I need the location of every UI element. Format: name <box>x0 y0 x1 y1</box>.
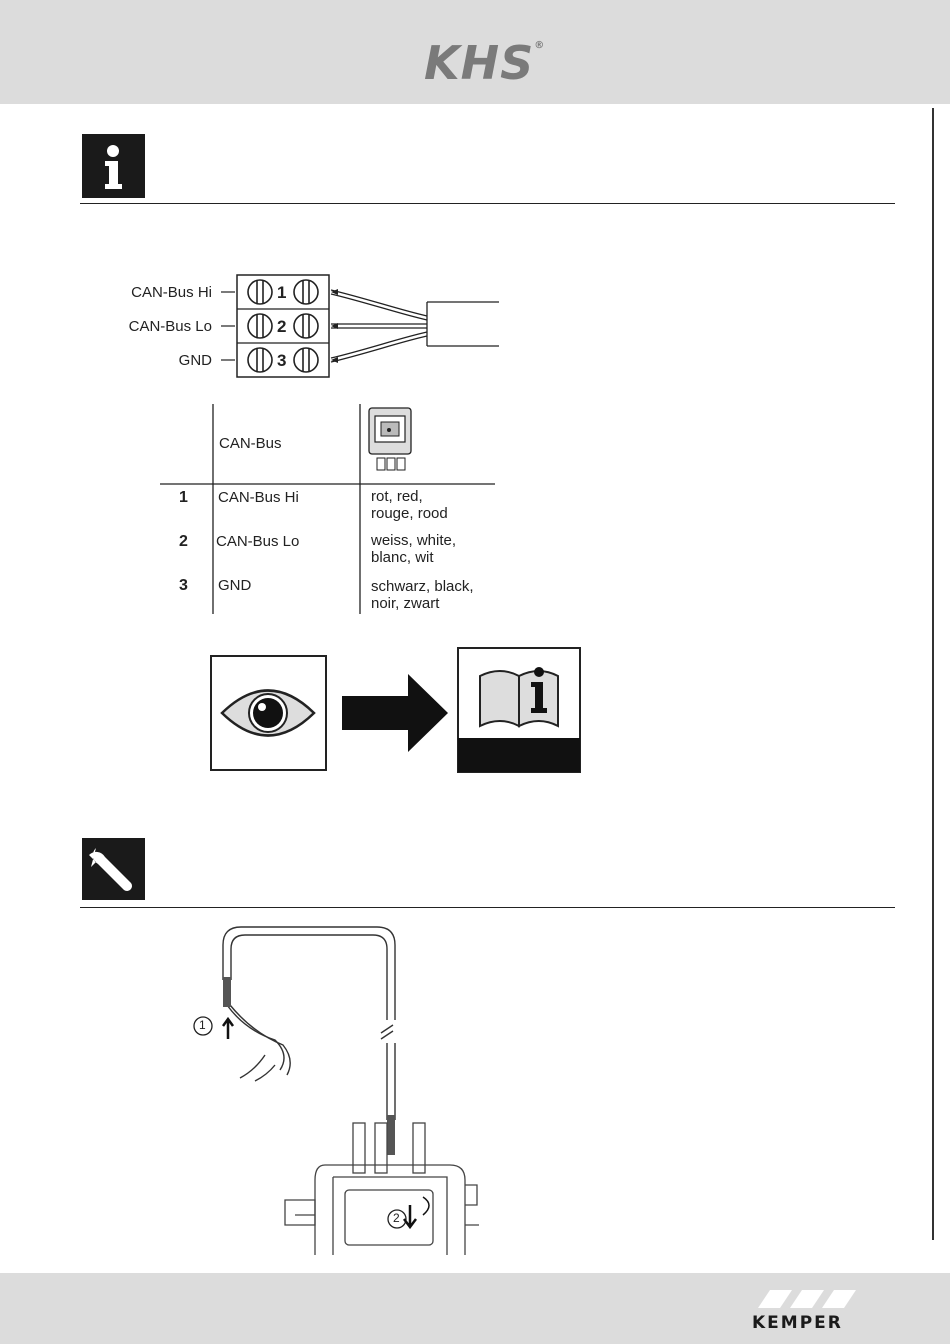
terminal-block-diagram <box>215 270 505 380</box>
table-row-1-number: 1 <box>179 489 188 507</box>
cable-installation-illustration <box>185 915 485 1260</box>
page-footer <box>0 1273 950 1344</box>
kemper-logo-stripes <box>750 1288 862 1310</box>
step-2-label: 2 <box>393 1210 400 1227</box>
table-row-3-number: 3 <box>179 577 188 595</box>
table-row-2-number: 2 <box>179 533 188 551</box>
table-row-2-color-a: weiss, white, <box>371 532 456 549</box>
khs-logo: KHS® <box>424 36 545 90</box>
table-row-3-signal: GND <box>218 577 251 594</box>
table-row-1-color-b: rouge, rood <box>371 505 448 522</box>
section-divider <box>80 203 895 204</box>
manual-book-icon <box>458 648 580 772</box>
controller-device-icon <box>369 408 411 470</box>
kemper-logo: KEMPER <box>752 1313 843 1333</box>
terminal-label-hi: CAN-Bus Hi <box>82 284 212 301</box>
table-row-2-color-b: blanc, wit <box>371 549 434 566</box>
step-1-label: 1 <box>199 1017 206 1034</box>
margin-rule <box>932 108 934 1240</box>
terminal-number-1: 1 <box>277 283 286 303</box>
page-header: KHS® <box>0 0 950 104</box>
table-header-canbus: CAN-Bus <box>219 435 282 452</box>
info-icon <box>82 134 145 198</box>
terminal-number-3: 3 <box>277 351 286 371</box>
table-row-2-signal: CAN-Bus Lo <box>216 533 299 550</box>
terminal-label-lo: CAN-Bus Lo <box>82 318 212 335</box>
see-manual-pictogram <box>208 646 584 774</box>
table-row-1-signal: CAN-Bus Hi <box>218 489 299 506</box>
table-row-3-color-b: noir, zwart <box>371 595 439 612</box>
wrench-icon <box>82 838 145 900</box>
table-row-1-color-a: rot, red, <box>371 488 423 505</box>
eye-icon <box>211 656 326 770</box>
section-divider-2 <box>80 907 895 908</box>
terminal-number-2: 2 <box>277 317 286 337</box>
table-row-3-color-a: schwarz, black, <box>371 578 474 595</box>
arrow-right-icon <box>342 674 448 752</box>
terminal-label-gnd: GND <box>82 352 212 369</box>
